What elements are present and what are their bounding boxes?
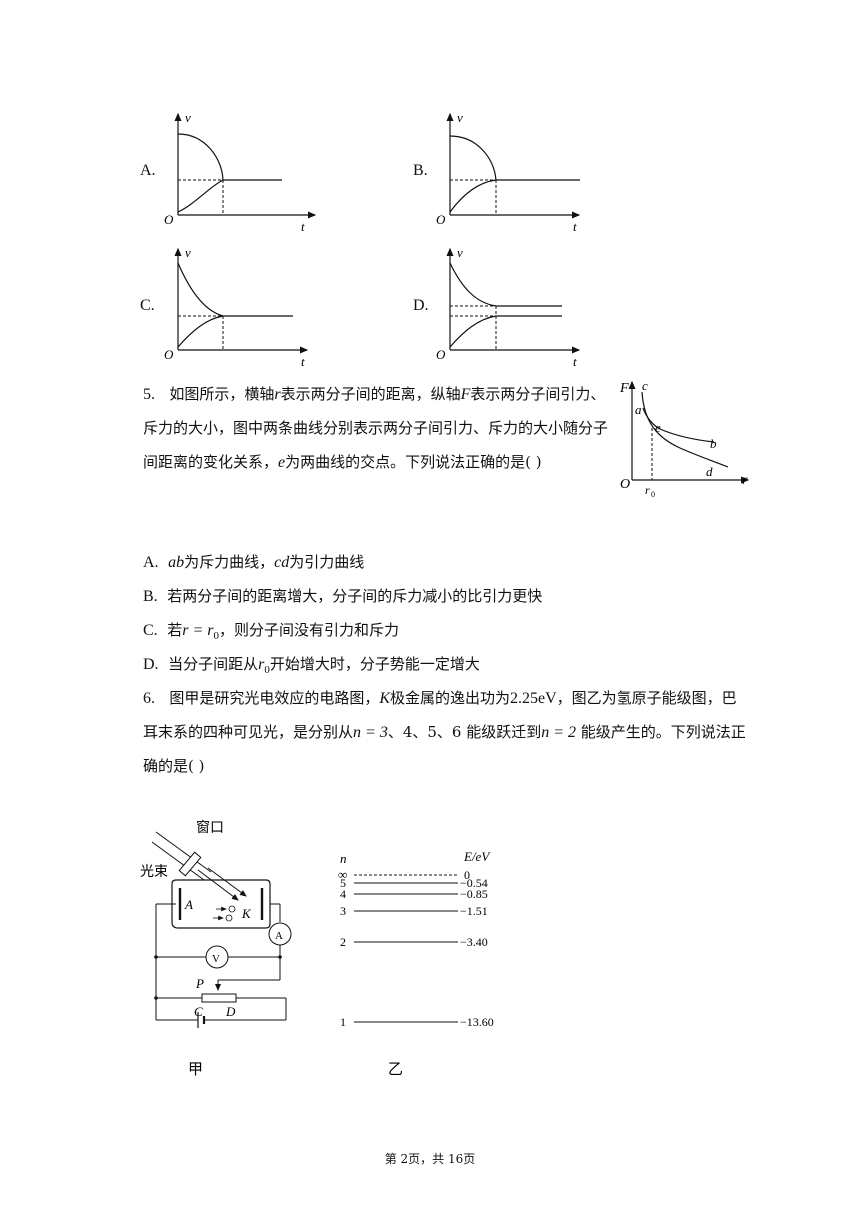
q4-graph-c: v t O xyxy=(164,245,309,368)
svg-text:4: 4 xyxy=(340,887,346,901)
svg-text:v: v xyxy=(457,245,463,260)
svg-text:F: F xyxy=(619,381,629,396)
svg-text:−0.54: −0.54 xyxy=(460,876,488,890)
q6-stem-line2: 耳末系的四种可见光，是分别从n = 3、4、5、6 能级跃迁到n = 2 能级产… xyxy=(143,723,746,741)
svg-text:O: O xyxy=(620,477,630,492)
q6-energy-level-diagram: n E/eV ∞ 5 4 3 2 1 0 −0.54 −0.85 −1.51 −… xyxy=(338,849,494,1078)
svg-text:a: a xyxy=(635,402,642,417)
svg-text:v: v xyxy=(185,245,191,260)
page-footer: 第 2页，共 16页 xyxy=(384,1152,476,1166)
window-label: 窗口 xyxy=(196,819,224,836)
svg-text:−1.51: −1.51 xyxy=(460,904,488,918)
q4-graph-a: v t O xyxy=(164,110,317,233)
origin-label: O xyxy=(164,212,174,227)
q5-stem-line3: 间距离的变化关系，e为两曲线的交点。下列说法正确的是( ) xyxy=(143,453,542,471)
t-axis-label: t xyxy=(301,219,305,233)
v-axis-label: v xyxy=(185,110,191,125)
svg-text:t: t xyxy=(573,354,577,368)
n-header: n xyxy=(340,851,347,866)
q4-graph-b: v t O xyxy=(436,110,581,233)
svg-text:−13.60: −13.60 xyxy=(460,1015,494,1029)
option-label: D. xyxy=(413,297,429,314)
svg-text:O: O xyxy=(164,347,174,362)
svg-text:c: c xyxy=(642,378,648,393)
figure-caption-jia: 甲 xyxy=(188,1062,203,1078)
svg-text:−3.40: −3.40 xyxy=(460,935,488,949)
figure-caption-yi: 乙 xyxy=(388,1062,403,1078)
svg-text:r: r xyxy=(645,483,650,497)
svg-text:O: O xyxy=(436,212,446,227)
cathode-label: K xyxy=(241,906,252,921)
beam-label: 光束 xyxy=(140,864,168,880)
slider-p-label: P xyxy=(195,976,204,991)
svg-text:5: 5 xyxy=(340,876,346,890)
q5-option-c: C. 若r = r0，则分子间没有引力和斥力 xyxy=(143,621,399,642)
q6-stem-line3: 确的是( ) xyxy=(143,757,205,775)
ammeter-label: A xyxy=(275,930,283,942)
svg-text:e: e xyxy=(655,420,661,435)
svg-text:−0.85: −0.85 xyxy=(460,887,488,901)
voltmeter-label: V xyxy=(212,953,220,965)
svg-text:r: r xyxy=(742,473,748,488)
svg-text:O: O xyxy=(436,347,446,362)
svg-text:t: t xyxy=(573,219,577,233)
svg-text:b: b xyxy=(710,436,717,451)
q5-option-d: D. 当分子间距从r0开始增大时，分子势能一定增大 xyxy=(143,655,480,676)
svg-text:0: 0 xyxy=(464,868,470,882)
svg-text:3: 3 xyxy=(340,904,346,918)
question-number: 6. xyxy=(143,690,155,707)
terminal-d-label: D xyxy=(225,1004,236,1019)
svg-text:t: t xyxy=(301,354,305,368)
question-number: 5. xyxy=(143,386,155,403)
q6-stem-line1: 6. 图甲是研究光电效应的电路图，K极金属的逸出功为2.25eV，图乙为氢原子能… xyxy=(143,689,737,707)
q5-stem-line2: 斥力的大小，图中两条曲线分别表示两分子间引力、斥力的大小随分子 xyxy=(143,419,609,437)
svg-text:v: v xyxy=(457,110,463,125)
option-label: A. xyxy=(140,162,156,179)
option-label: B. xyxy=(413,162,428,179)
q5-option-a: A. ab为斥力曲线，cd为引力曲线 xyxy=(143,553,365,571)
q6-circuit-diagram: 窗口 光束 A K A V P C D 甲 xyxy=(140,819,292,1078)
svg-text:1: 1 xyxy=(340,1015,346,1029)
svg-text:0: 0 xyxy=(651,490,655,499)
e-header: E/eV xyxy=(463,849,491,864)
option-label: C. xyxy=(140,297,155,314)
svg-text:∞: ∞ xyxy=(338,867,347,882)
svg-text:d: d xyxy=(706,464,713,479)
q5-stem-line1: 5. 如图所示，横轴r表示两分子间的距离，纵轴F表示两分子间引力、 xyxy=(143,385,606,403)
q4-graph-d: v t O xyxy=(436,245,581,368)
terminal-c-label: C xyxy=(194,1004,203,1019)
q5-force-figure: F c a e b d O r r 0 xyxy=(619,378,750,499)
anode-label: A xyxy=(184,897,193,912)
q5-option-b: B. 若两分子间的距离增大，分子间的斥力减小的比引力更快 xyxy=(143,587,543,605)
svg-text:2: 2 xyxy=(340,935,346,949)
